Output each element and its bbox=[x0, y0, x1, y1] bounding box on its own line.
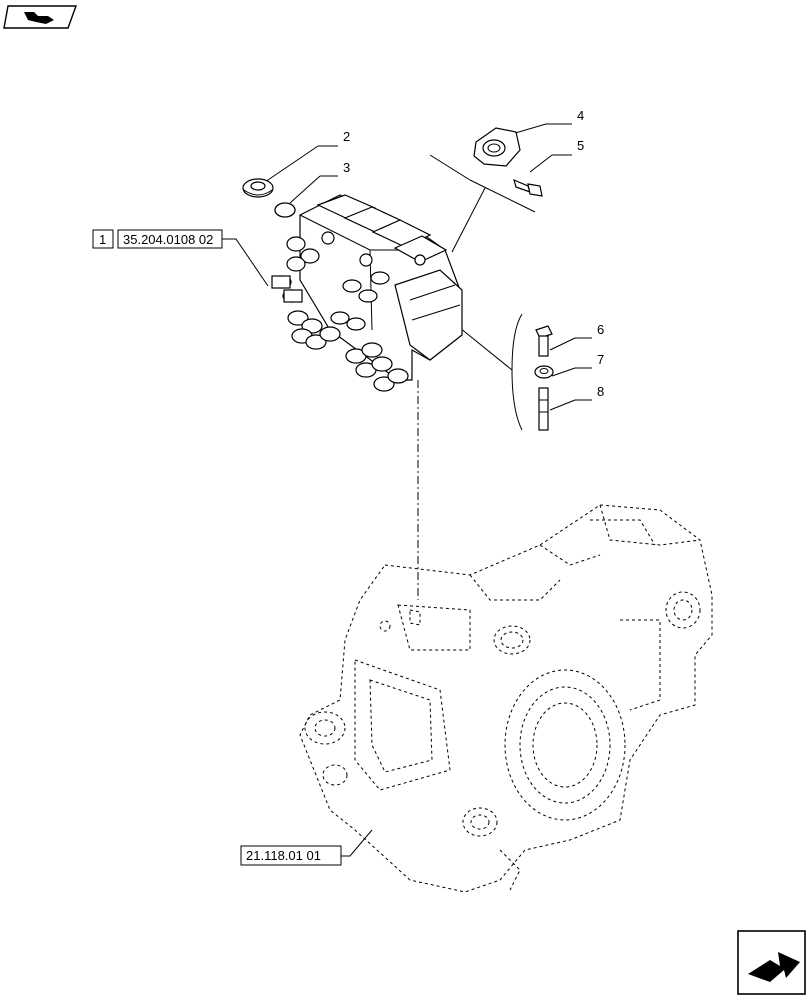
detail-leader-lower bbox=[459, 313, 523, 431]
callout-6-label: 6 bbox=[597, 322, 604, 337]
transmission-housing bbox=[299, 504, 713, 893]
callout-3-label: 3 bbox=[343, 160, 350, 175]
callout-4: 4 bbox=[511, 108, 584, 135]
valve-ref-index: 1 bbox=[99, 232, 106, 247]
housing-reference-link[interactable]: 21.118.01 01 bbox=[240, 845, 342, 866]
valve-ref-leader bbox=[222, 238, 269, 287]
housing-ref-code: 21.118.01 01 bbox=[246, 848, 321, 863]
o-ring-part bbox=[274, 202, 296, 218]
callout-8-label: 8 bbox=[597, 384, 604, 399]
flange-cover-part bbox=[473, 127, 521, 167]
lower-coupler-group bbox=[345, 342, 409, 392]
hex-bolt-part bbox=[535, 325, 553, 357]
callout-8: 8 bbox=[549, 384, 604, 411]
upper-coupler-group bbox=[271, 236, 320, 303]
callout-6: 6 bbox=[549, 322, 604, 351]
callout-7-label: 7 bbox=[597, 352, 604, 367]
callout-3: 3 bbox=[289, 160, 350, 204]
page-back-arrow-icon bbox=[24, 12, 54, 24]
callout-2-label: 2 bbox=[343, 129, 350, 144]
valve-ref-code: 35.204.0108 02 bbox=[123, 232, 213, 247]
bolt-part bbox=[513, 178, 543, 197]
page-forward-arrow-icon bbox=[748, 952, 800, 982]
callout-5-label: 5 bbox=[577, 138, 584, 153]
callout-2: 2 bbox=[264, 129, 350, 183]
callout-5: 5 bbox=[529, 138, 584, 173]
middle-coupler-group bbox=[287, 271, 390, 350]
clip-part bbox=[242, 178, 274, 198]
control-valve-assembly bbox=[271, 194, 463, 392]
detail-leader-upper bbox=[429, 154, 536, 253]
nav-back-button[interactable] bbox=[3, 5, 77, 29]
housing-ref-leader bbox=[341, 829, 373, 857]
callout-4-label: 4 bbox=[577, 108, 584, 123]
hex-nut-part bbox=[534, 365, 554, 379]
valve-reference-link[interactable]: 1 35.204.0108 02 bbox=[92, 229, 223, 249]
stud-part bbox=[538, 387, 549, 431]
callout-7: 7 bbox=[551, 352, 604, 377]
nav-forward-button[interactable] bbox=[737, 930, 806, 995]
